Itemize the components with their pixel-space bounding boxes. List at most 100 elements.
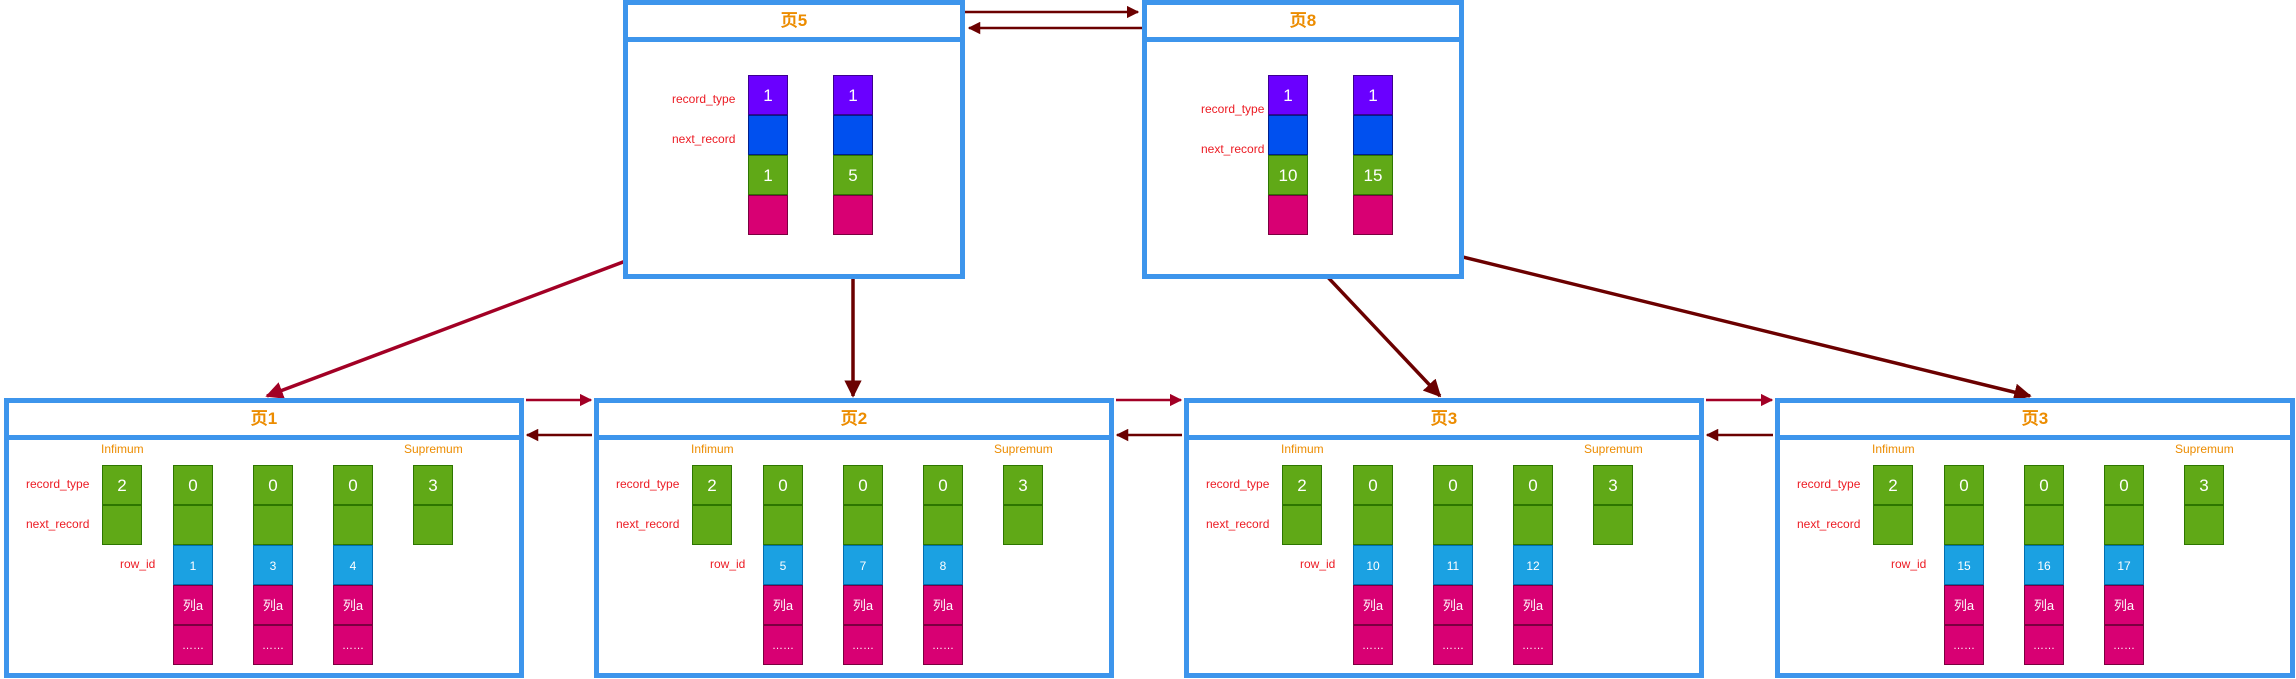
supremum-label: Supremum: [2175, 442, 2234, 456]
key-cell: 5: [833, 155, 873, 195]
row-id-cell: 11: [1433, 545, 1473, 585]
supremum-type-cell: 3: [413, 465, 453, 505]
more-columns-cell: ……: [2104, 625, 2144, 665]
column-a-cell: 列a: [1433, 585, 1473, 625]
record-type-cell: 0: [1433, 465, 1473, 505]
next-record-label: next_record: [672, 132, 736, 146]
next-record-cell: [253, 505, 293, 545]
page-title: 页3: [1189, 403, 1699, 440]
key-cell: 10: [1268, 155, 1308, 195]
child-pointer-cell: [833, 195, 873, 235]
child-pointer-cell: [748, 195, 788, 235]
supremum-type-cell: 3: [1003, 465, 1043, 505]
next-record-label: next_record: [616, 517, 680, 531]
more-columns-cell: ……: [843, 625, 883, 665]
column-a-cell: 列a: [253, 585, 293, 625]
next-record-cell: [1944, 505, 1984, 545]
key-cell: 15: [1353, 155, 1393, 195]
column-a-cell: 列a: [173, 585, 213, 625]
column-a-cell: 列a: [2104, 585, 2144, 625]
next-record-cell: [2024, 505, 2064, 545]
supremum-label: Supremum: [404, 442, 463, 456]
next-record-cell: [2104, 505, 2144, 545]
next-record-cell: [173, 505, 213, 545]
next-record-cell: [843, 505, 883, 545]
infimum-type-cell: 2: [692, 465, 732, 505]
page-title: 页1: [9, 403, 519, 440]
next-record-cell: [333, 505, 373, 545]
next-record-label: next_record: [26, 517, 90, 531]
record-type-label: record_type: [26, 477, 90, 491]
row-id-label: row_id: [1300, 557, 1336, 571]
record-type-cell: 0: [923, 465, 963, 505]
more-columns-cell: ……: [923, 625, 963, 665]
next-record-cell: [923, 505, 963, 545]
row-id-cell: 16: [2024, 545, 2064, 585]
more-columns-cell: ……: [1513, 625, 1553, 665]
more-columns-cell: ……: [2024, 625, 2064, 665]
infimum-next-cell: [692, 505, 732, 545]
page-title: 页8: [1147, 5, 1459, 42]
column-a-cell: 列a: [1353, 585, 1393, 625]
record-type-label: record_type: [616, 477, 680, 491]
internal-page-box: 页5: [623, 0, 965, 279]
supremum-label: Supremum: [994, 442, 1053, 456]
row-id-label: row_id: [710, 557, 746, 571]
next-record-label: next_record: [1797, 517, 1861, 531]
row-id-cell: 4: [333, 545, 373, 585]
more-columns-cell: ……: [1433, 625, 1473, 665]
infimum-type-cell: 2: [102, 465, 142, 505]
next-record-label: next_record: [1201, 142, 1265, 156]
page-title: 页3: [1780, 403, 2290, 440]
page-title: 页2: [599, 403, 1109, 440]
infimum-label: Infimum: [1281, 442, 1324, 456]
infimum-type-cell: 2: [1282, 465, 1322, 505]
more-columns-cell: ……: [1353, 625, 1393, 665]
supremum-type-cell: 3: [1593, 465, 1633, 505]
record-type-label: record_type: [1206, 477, 1270, 491]
supremum-next-cell: [1003, 505, 1043, 545]
supremum-next-cell: [2184, 505, 2224, 545]
child-pointer-cell: [1353, 195, 1393, 235]
row-id-cell: 10: [1353, 545, 1393, 585]
row-id-cell: 3: [253, 545, 293, 585]
more-columns-cell: ……: [253, 625, 293, 665]
next-record-cell: [1433, 505, 1473, 545]
infimum-next-cell: [1282, 505, 1322, 545]
record-type-cell: 0: [2024, 465, 2064, 505]
more-columns-cell: ……: [763, 625, 803, 665]
page-title: 页5: [628, 5, 960, 42]
key-cell: 1: [748, 155, 788, 195]
record-type-cell: 0: [2104, 465, 2144, 505]
record-type-cell: 1: [833, 75, 873, 115]
infimum-next-cell: [1873, 505, 1913, 545]
column-a-cell: 列a: [763, 585, 803, 625]
record-type-cell: 0: [253, 465, 293, 505]
row-id-cell: 8: [923, 545, 963, 585]
next-record-cell: [1353, 505, 1393, 545]
infimum-label: Infimum: [691, 442, 734, 456]
record-type-label: record_type: [1201, 102, 1265, 116]
row-id-cell: 12: [1513, 545, 1553, 585]
more-columns-cell: ……: [333, 625, 373, 665]
column-a-cell: 列a: [333, 585, 373, 625]
record-type-cell: 0: [1944, 465, 1984, 505]
column-a-cell: 列a: [843, 585, 883, 625]
row-id-cell: 15: [1944, 545, 1984, 585]
supremum-next-cell: [413, 505, 453, 545]
supremum-type-cell: 3: [2184, 465, 2224, 505]
row-id-cell: 5: [763, 545, 803, 585]
column-a-cell: 列a: [1944, 585, 1984, 625]
column-a-cell: 列a: [923, 585, 963, 625]
row-id-cell: 7: [843, 545, 883, 585]
infimum-next-cell: [102, 505, 142, 545]
next-record-cell: [1353, 115, 1393, 155]
child-pointer-cell: [1268, 195, 1308, 235]
supremum-label: Supremum: [1584, 442, 1643, 456]
child-page-arrow: [1372, 233, 2032, 401]
record-type-label: record_type: [1797, 477, 1861, 491]
record-type-cell: 0: [843, 465, 883, 505]
row-id-label: row_id: [120, 557, 156, 571]
record-type-cell: 0: [1353, 465, 1393, 505]
